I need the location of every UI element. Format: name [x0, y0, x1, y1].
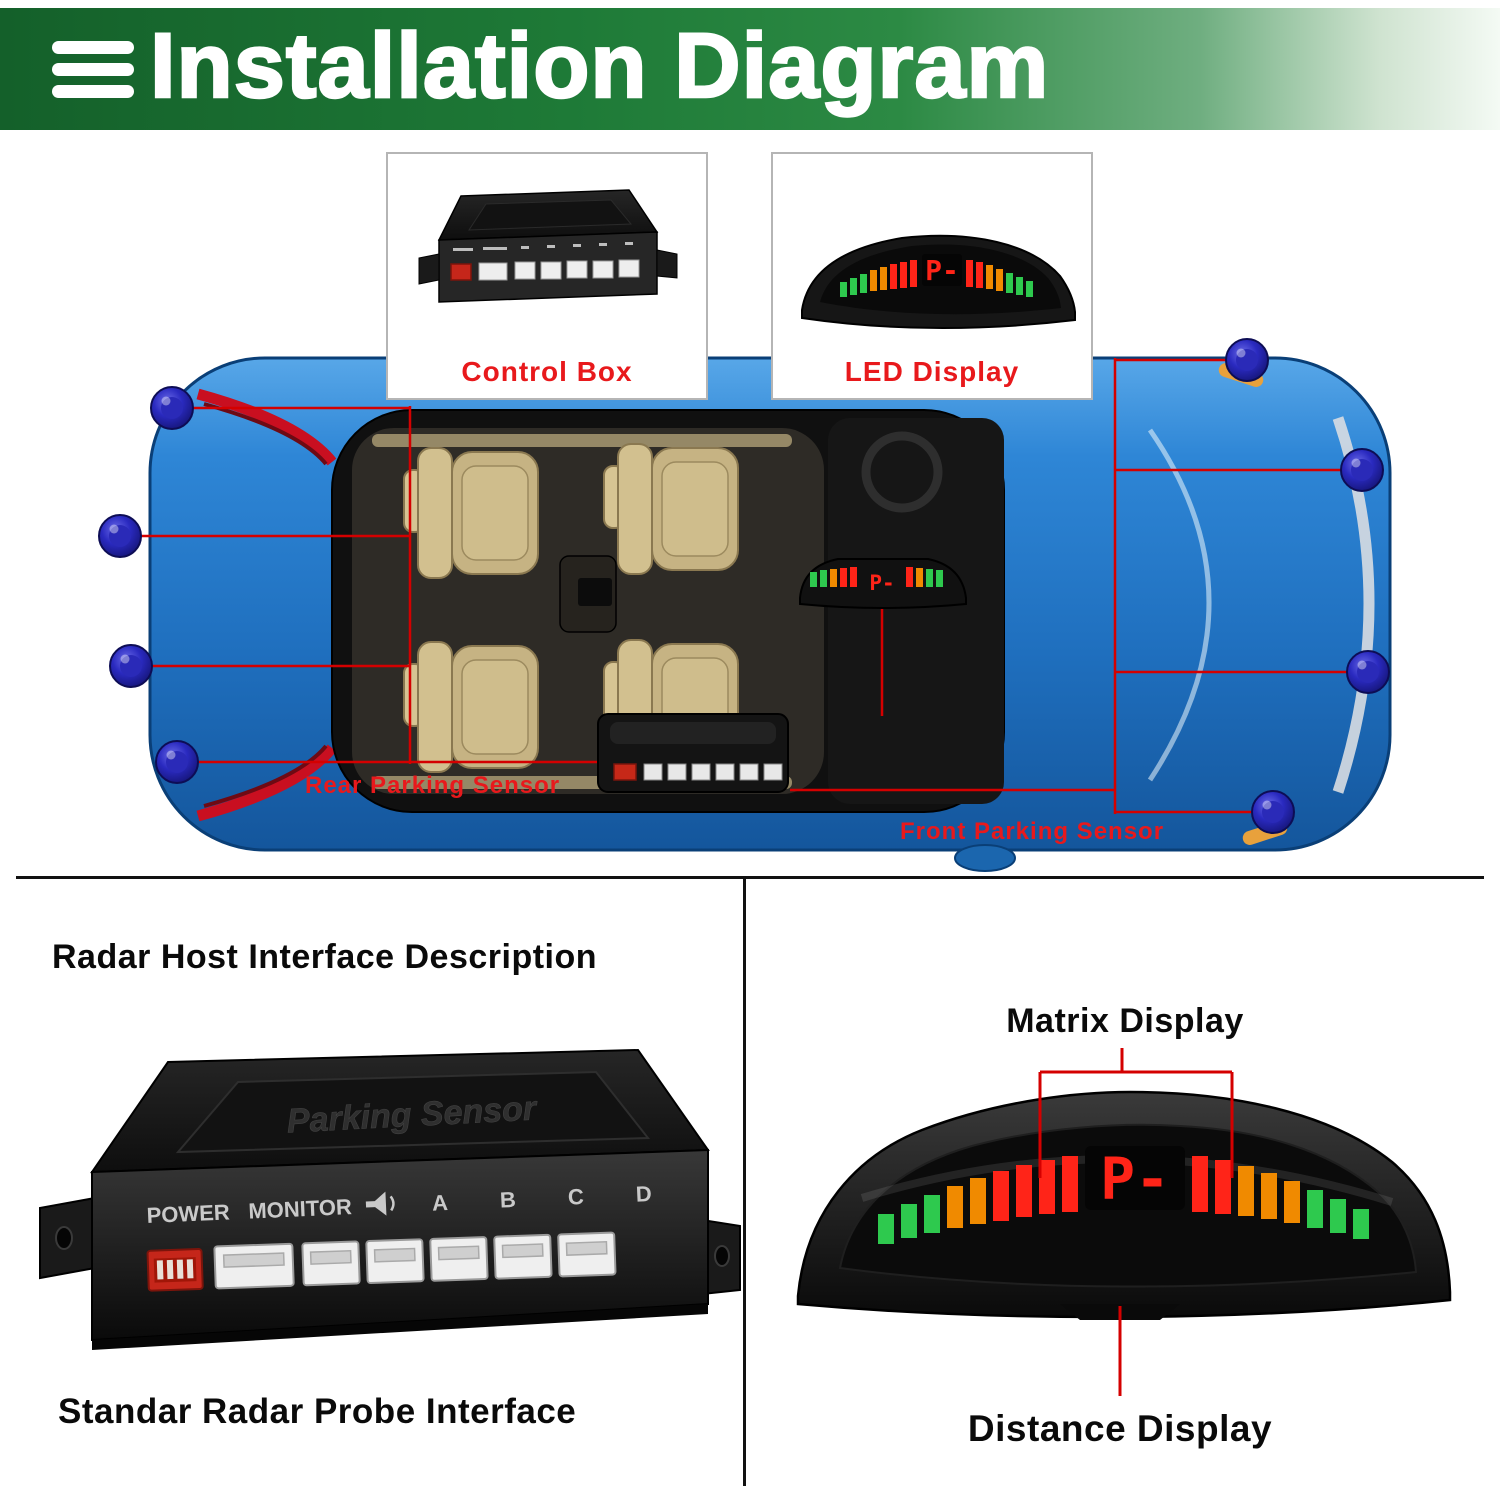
speaker-icon [365, 1191, 395, 1216]
rear-sensor-2 [98, 514, 142, 558]
front-sensor-4 [1251, 790, 1295, 834]
digit-window [1085, 1146, 1185, 1210]
front-sensor-1 [1225, 338, 1269, 382]
svg-text:P-: P- [925, 254, 959, 287]
tail-light-bottom [196, 744, 337, 822]
port-label-a: A [431, 1190, 448, 1216]
rear-sensor-3 [109, 644, 153, 688]
rear-sensor-1 [150, 386, 194, 430]
port-labels: POWER MONITOR A B C D [146, 1181, 652, 1228]
control-box-inset: Control Box [386, 152, 708, 400]
radar-probe-title: Standar Radar Probe Interface [58, 1392, 577, 1431]
steering-wheel [861, 431, 943, 513]
sensor-wiring-lines [120, 358, 1368, 814]
port-label-power: POWER [146, 1199, 230, 1228]
host-connectors [146, 1231, 617, 1292]
led-display-thumbnail: P- [801, 234, 1076, 330]
in-car-control-box [597, 713, 789, 793]
led-display-large: P- [796, 1090, 1452, 1320]
side-mirror-bottom [954, 844, 1016, 872]
front-sensor-2 [1340, 448, 1384, 492]
page-title: Installation Diagram [149, 13, 1050, 118]
control-box-label: Control Box [461, 356, 633, 387]
menu-icon [52, 40, 134, 98]
windshield [828, 418, 1004, 804]
front-sensor-3 [1346, 650, 1390, 694]
horizontal-divider [16, 876, 1484, 879]
car-top-view [148, 338, 1392, 872]
vertical-divider [743, 876, 746, 1486]
annotation-lines [1038, 1048, 1234, 1396]
tail-light-top [196, 388, 337, 466]
rear-parking-sensor-label: Rear Parking Sensor [305, 772, 561, 799]
led-display-label: LED Display [844, 356, 1020, 387]
inset-led-bars: P- [840, 254, 1033, 297]
distance-display-label: Distance Display [967, 1408, 1273, 1449]
radar-host-section-title: Radar Host Interface Description [52, 938, 598, 976]
control-box-thumbnail [418, 189, 678, 303]
port-label-b: B [499, 1187, 516, 1213]
svg-text:P-: P- [869, 571, 894, 595]
led-display-inset: P- LED Display [771, 152, 1093, 400]
matrix-display-label: Matrix Display [1006, 1002, 1244, 1040]
port-label-monitor: MONITOR [248, 1194, 353, 1223]
port-label-d: D [635, 1181, 652, 1207]
led-matrix-bars: P- [878, 1145, 1369, 1244]
rear-sensor-4 [155, 740, 199, 784]
in-car-led-display: P- [799, 558, 967, 609]
parking-sensors [98, 338, 1390, 834]
distance-digits: P- [1100, 1145, 1170, 1213]
radar-host-box: Parking Sensor POWER MONITOR A B C D [39, 1048, 741, 1350]
front-parking-sensor-label: Front Parking Sensor [900, 818, 1165, 845]
title-banner: Installation Diagram [0, 8, 1500, 130]
port-label-c: C [567, 1184, 584, 1210]
